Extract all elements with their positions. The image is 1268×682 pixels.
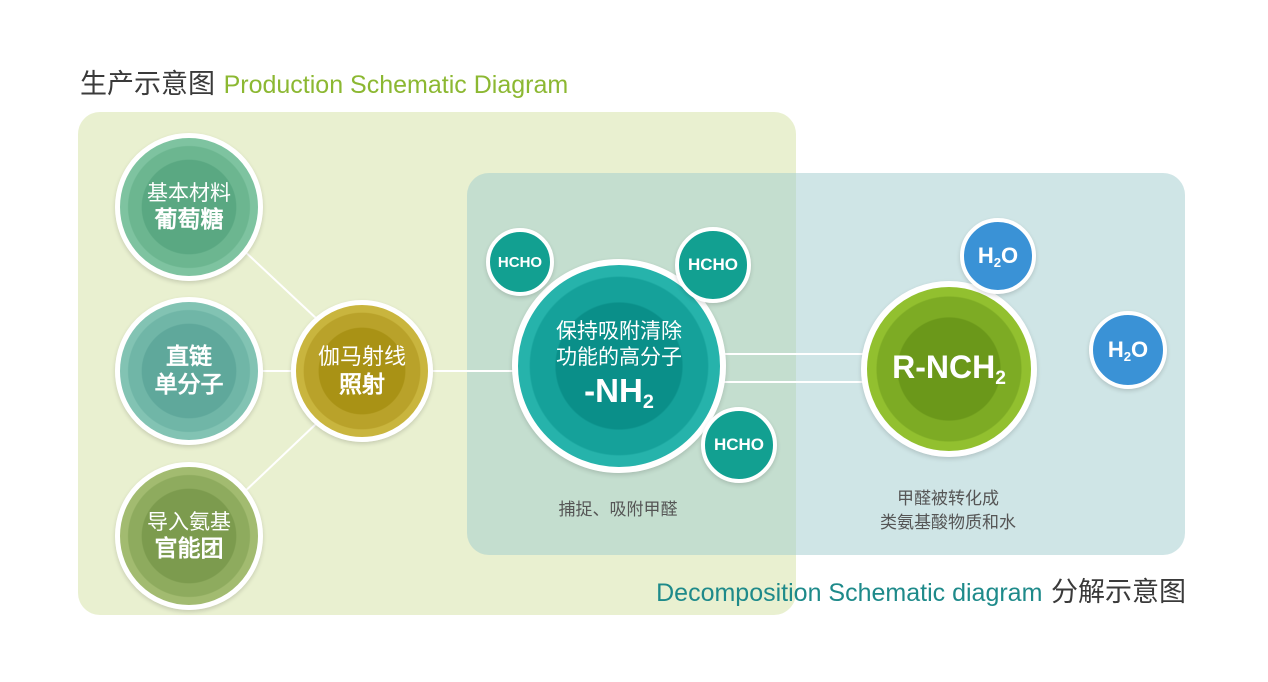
caption-capture: 捕捉、吸附甲醛 <box>558 500 678 520</box>
node-straight-chain: 直链 单分子 <box>115 297 263 445</box>
production-title-en: Production Schematic Diagram <box>223 71 569 99</box>
molecule-h2o-1: H2O <box>960 218 1036 294</box>
node-polymer-line1: 保持吸附清除 <box>556 319 682 344</box>
molecule-hcho-3: HCHO <box>701 407 777 483</box>
decomposition-title: Decomposition Schematic diagram 分解示意图 <box>656 570 1186 609</box>
node-polymer-line2: 功能的高分子 <box>556 345 682 370</box>
node-gamma-irradiation: 伽马射线 照射 <box>291 300 433 442</box>
decomposition-title-en: Decomposition Schematic diagram <box>656 579 1043 607</box>
node-straight-chain-line1: 直链 <box>166 344 212 370</box>
node-gamma-line1: 伽马射线 <box>317 344 406 370</box>
caption-convert: 甲醛被转化成 类氨基酸物质和水 <box>848 487 1048 535</box>
caption-convert-line2: 类氨基酸物质和水 <box>880 513 1016 533</box>
connector-amino-to-gamma <box>239 421 319 497</box>
node-amino-group-label: 导入氨基 <box>147 510 231 534</box>
node-straight-chain-line2: 单分子 <box>154 372 224 398</box>
node-polymer-formula: -NH2 <box>584 372 654 413</box>
caption-convert-line1: 甲醛被转化成 <box>897 489 999 509</box>
molecule-hcho-2: HCHO <box>675 227 751 303</box>
production-title: 生产示意图 Production Schematic Diagram <box>80 62 568 101</box>
node-amino-group-value: 官能团 <box>154 536 224 562</box>
node-product-formula: R-NCH2 <box>892 348 1006 389</box>
node-base-material: 基本材料 葡萄糖 <box>115 133 263 281</box>
connector-base-to-gamma <box>239 246 319 321</box>
node-base-material-value: 葡萄糖 <box>154 207 224 233</box>
node-gamma-line2: 照射 <box>339 371 385 398</box>
molecule-hcho-1: HCHO <box>486 228 554 296</box>
production-title-cn: 生产示意图 <box>80 69 215 100</box>
node-product-rnch2: R-NCH2 <box>861 281 1037 457</box>
node-amino-group: 导入氨基 官能团 <box>115 462 263 610</box>
node-base-material-label: 基本材料 <box>147 181 231 205</box>
molecule-h2o-2: H2O <box>1089 311 1167 389</box>
decomposition-title-cn: 分解示意图 <box>1051 577 1186 608</box>
